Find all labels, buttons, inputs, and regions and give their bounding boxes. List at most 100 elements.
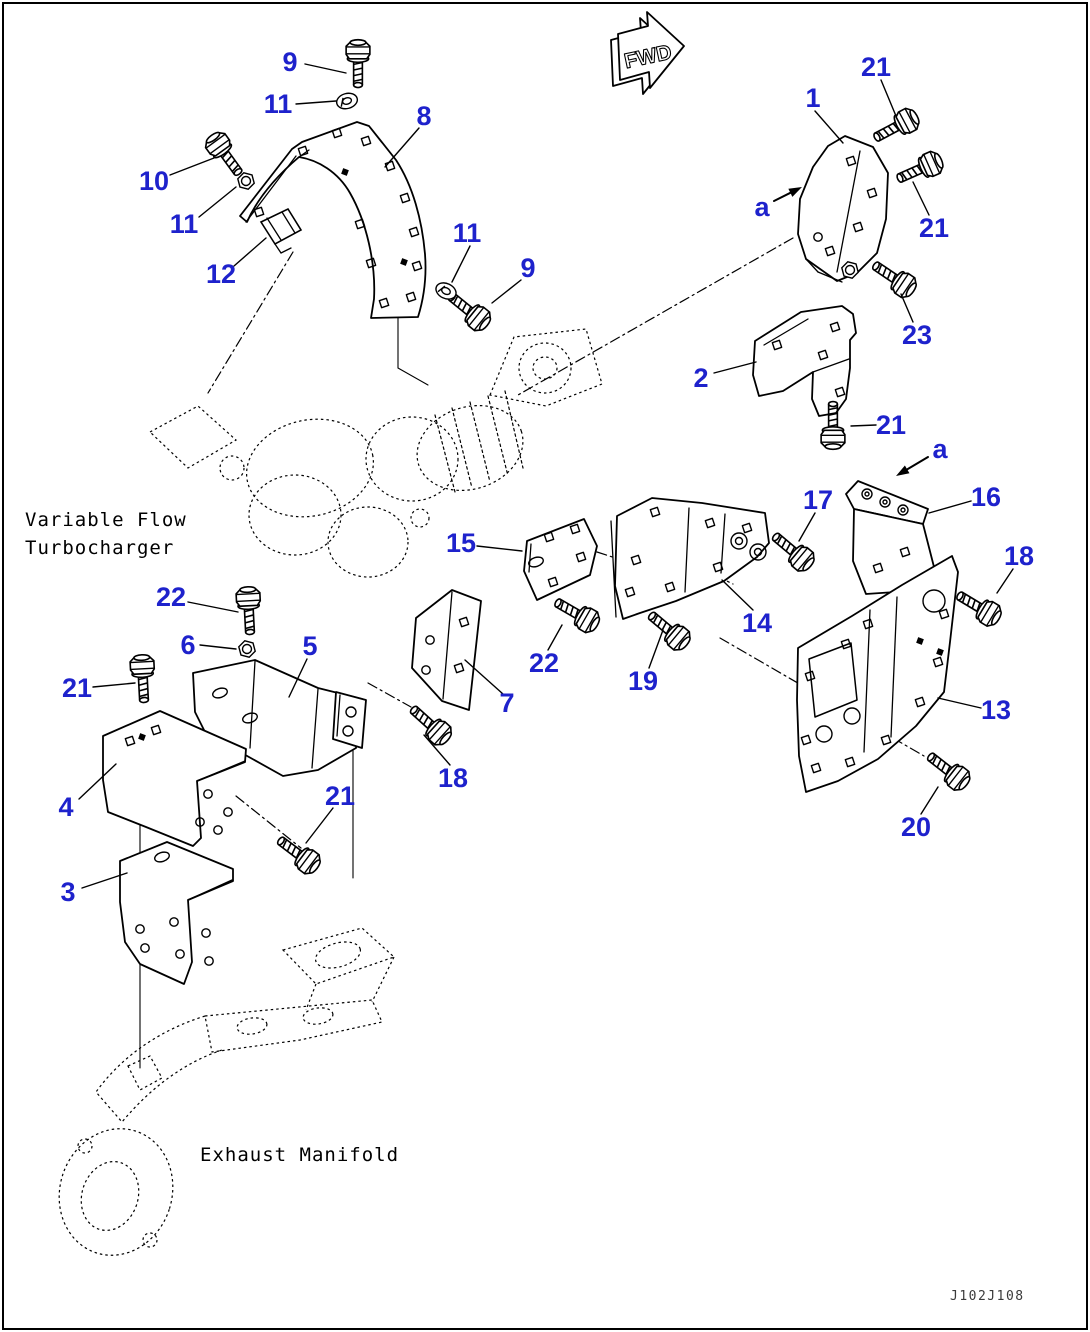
- callout-5-label-24: 5: [302, 631, 317, 661]
- assembly-line-7: [367, 682, 412, 708]
- callout-8-label-2: 8: [416, 101, 431, 131]
- callout-23-leader-11: [900, 293, 914, 323]
- part-plate-13-circle-2: [843, 707, 861, 725]
- part-bracket-1-bendline-2: [817, 271, 843, 283]
- part-clamp-12: [259, 207, 303, 254]
- bolt-21e-tip: [276, 836, 286, 846]
- callout-18-29: 18: [423, 734, 468, 793]
- bolt-18b-thread-0: [414, 708, 421, 718]
- callout-14-leader-18: [721, 579, 754, 611]
- bolt-10-thread-2: [225, 155, 233, 163]
- bolt-21d: [129, 653, 156, 704]
- part-bracket-4-hole-0: [124, 735, 136, 747]
- callout-21-label-13: 21: [876, 410, 906, 440]
- bolt-21e-head-cap: [308, 859, 321, 874]
- part-plate-13-hole-8: [862, 618, 874, 630]
- bolt-18b: [409, 705, 453, 746]
- bolt-9b-thread-1: [457, 299, 463, 308]
- part-bracket-8-hole-9: [365, 257, 377, 269]
- bolt-22a-tip: [244, 628, 256, 636]
- part-plate-13-dot-1: [936, 648, 944, 656]
- part-bracket-1-hole-0: [845, 155, 857, 167]
- washer-11a-mark: [340, 97, 344, 107]
- part-plate-14-hole-2: [741, 522, 753, 534]
- part-bracket-8-hole-11: [253, 206, 265, 218]
- part-plate-14-hole-0: [649, 506, 661, 518]
- part-plate-13-hole-7: [938, 608, 950, 620]
- bolt-20-head-facets: [947, 766, 969, 791]
- bolt-9a-thread-1: [353, 72, 363, 77]
- part-bracket-4: [102, 710, 247, 847]
- callout-21-30: 21: [305, 781, 355, 844]
- part-plate-13-cutout: [808, 642, 858, 718]
- callout-11-4: 11: [170, 186, 237, 239]
- part-plate-15-outline: [523, 518, 598, 601]
- phantom-rib-2: [469, 401, 491, 483]
- view-label-a-1: a: [896, 434, 948, 476]
- part-plate-13-outline: [796, 555, 959, 793]
- phantom-ellipse-8: [236, 1017, 268, 1035]
- phantom-path-3: [305, 983, 317, 1011]
- phantom-path-1: [489, 328, 603, 407]
- assembly-line-4: [235, 795, 302, 849]
- callout-9-label-0: 9: [282, 47, 297, 77]
- callout-21-10: 21: [912, 181, 949, 243]
- callout-20-label-31: 20: [901, 812, 931, 842]
- bolt-17-thread-2: [785, 542, 792, 552]
- part-bracket-8-hole-7: [405, 291, 417, 303]
- phantom-rib-0: [434, 414, 456, 493]
- part-bracket-16-plate-hole-0: [872, 562, 884, 574]
- callout-22-leader-22: [187, 601, 239, 613]
- bolt-23-head-cap: [905, 282, 918, 298]
- callout-9-leader-0: [304, 63, 347, 74]
- bolt-19-head-facets: [667, 626, 690, 651]
- part-plate-14-circle-1: [734, 536, 744, 546]
- bolt-21d-thread-0: [139, 693, 149, 698]
- bolt-21e-thread-0: [282, 839, 288, 849]
- part-bracket-5-clip-circle-1: [342, 725, 354, 737]
- callout-15-17: 15: [446, 528, 523, 558]
- callout-21-leader-13: [850, 424, 877, 427]
- view-arrow-head-0: [788, 187, 802, 197]
- part-bracket-4-hole-2: [195, 817, 205, 827]
- bolt-9a-head-facets: [346, 46, 370, 55]
- bolt-10: [204, 131, 243, 177]
- phantom-rib-1: [451, 407, 473, 489]
- bolt-20-tip: [926, 752, 936, 762]
- callout-2-leader-12: [713, 361, 757, 374]
- bolt-22b: [554, 598, 601, 634]
- part-plate-15-hole-2: [575, 551, 587, 563]
- callout-3-label-27: 3: [60, 877, 75, 907]
- part-plate-14-bendline-1: [684, 507, 690, 593]
- part-bracket-7-hole-2: [425, 635, 435, 645]
- callout-10-label-3: 10: [139, 166, 169, 196]
- bolt-17-head-facets: [791, 547, 814, 572]
- bolt-21a-tip: [873, 132, 881, 142]
- part-plate-14-circle-2: [749, 543, 767, 561]
- bolt-19: [647, 611, 691, 651]
- exhaust-manifold-label: Exhaust Manifold: [200, 1144, 400, 1166]
- phantom-ellipse-2: [246, 418, 374, 518]
- bolt-21d-tip: [138, 696, 150, 704]
- bolt-17-tip: [771, 532, 781, 542]
- part-plate-15-bendline-0: [528, 543, 532, 573]
- bolt-20-thread-1: [936, 758, 942, 768]
- bolt-21a-head-facets: [898, 108, 917, 134]
- part-plate-13-bendline-1: [890, 596, 898, 738]
- part-bracket-4-hole-4: [223, 807, 233, 817]
- part-bracket-4-outline: [102, 710, 247, 847]
- phantom-circle-0: [219, 455, 245, 481]
- part-bracket-3-hole-2: [201, 928, 211, 938]
- bolt-10-thread-0: [231, 164, 239, 173]
- bolt-10-tip: [233, 167, 243, 177]
- part-bracket-5-clip-bendline-0: [336, 694, 341, 737]
- callout-14-label-18: 14: [742, 608, 772, 638]
- bolt-18a: [956, 591, 1002, 628]
- phantom-ellipse-7: [314, 941, 362, 969]
- assembly-line-0: [207, 251, 294, 394]
- bolt-21e-head-facets: [298, 849, 320, 874]
- part-clamp-12-line-2: [274, 243, 282, 254]
- bolt-22b-thread-1: [564, 603, 570, 613]
- bolt-9b-head-cap: [478, 316, 492, 331]
- nut-6: [238, 640, 256, 658]
